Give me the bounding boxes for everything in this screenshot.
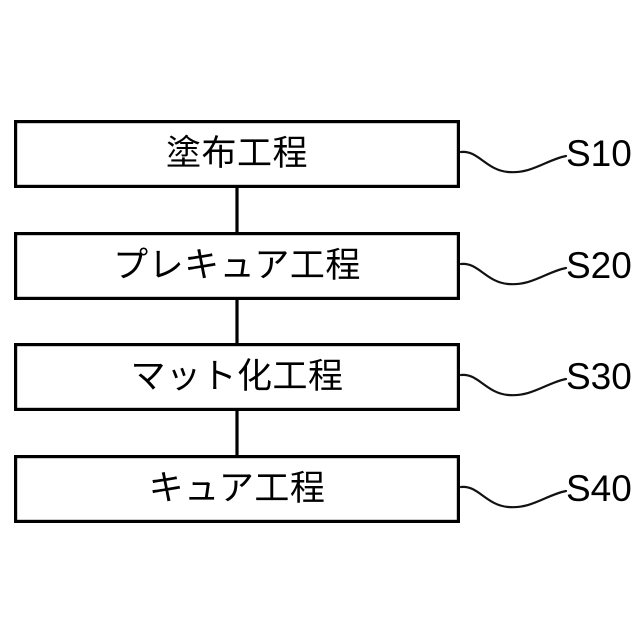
leader-line-step-1	[459, 150, 568, 174]
leader-line-step-4	[459, 485, 568, 509]
process-label-step-1: 塗布工程	[165, 133, 308, 174]
step-reference-s30: S30	[566, 356, 632, 397]
process-box-step-1[interactable]	[14, 119, 460, 189]
step-reference-s40: S40	[566, 468, 632, 509]
step-reference-s10: S10	[566, 133, 632, 174]
step-reference-s20: S20	[566, 245, 632, 286]
process-label-step-2: プレキュア工程	[113, 245, 361, 286]
process-box-step-4[interactable]	[14, 455, 460, 524]
process-label-step-4: キュア工程	[148, 468, 326, 509]
leader-line-step-2	[459, 262, 568, 286]
process-box-step-2[interactable]	[14, 232, 460, 301]
leader-line-step-3	[459, 373, 568, 397]
process-label-step-3: マット化工程	[130, 356, 344, 397]
